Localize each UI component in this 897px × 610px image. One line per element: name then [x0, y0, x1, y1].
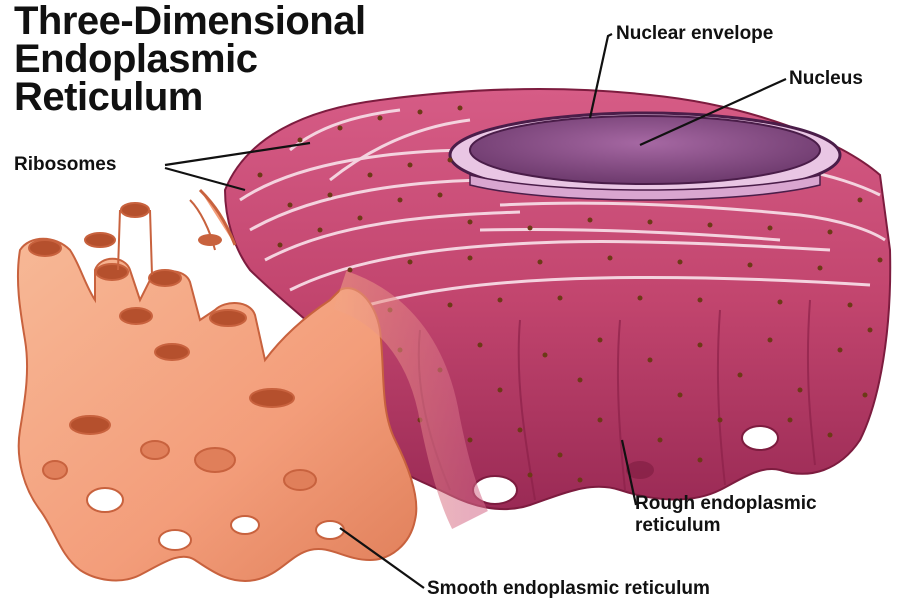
title-line-2: Endoplasmic — [14, 40, 366, 78]
label-smooth-er: Smooth endoplasmic reticulum — [427, 578, 710, 600]
label-nucleus: Nucleus — [789, 68, 863, 90]
title-line-1: Three-Dimensional — [14, 2, 366, 40]
diagram-title: Three-Dimensional Endoplasmic Reticulum — [14, 2, 366, 116]
label-ribosomes: Ribosomes — [14, 154, 116, 176]
title-line-3: Reticulum — [14, 78, 366, 116]
label-nuclear-envelope: Nuclear envelope — [616, 23, 773, 45]
label-rough-er: Rough endoplasmic reticulum — [635, 493, 817, 537]
label-rough-er-line-1: Rough endoplasmic — [635, 493, 817, 515]
nucleus — [450, 113, 840, 200]
label-rough-er-line-2: reticulum — [635, 515, 817, 537]
